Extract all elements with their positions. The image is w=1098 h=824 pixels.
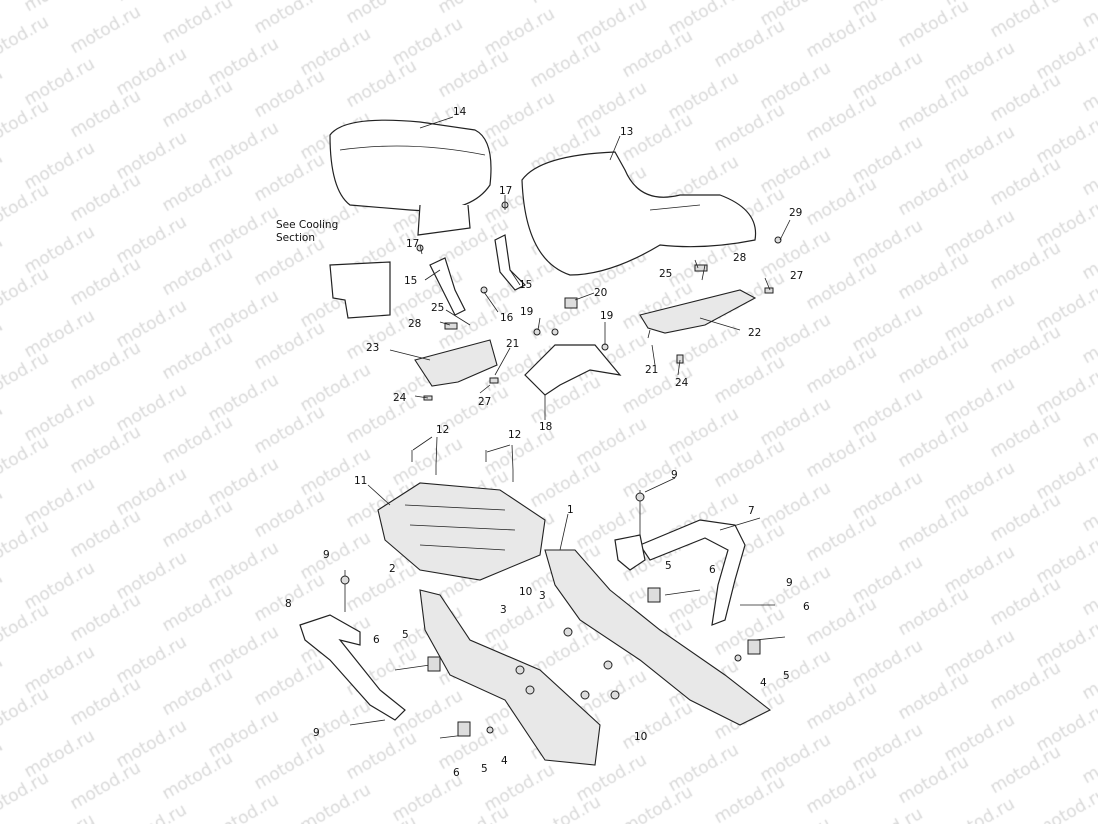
callout-9: 9 <box>323 549 330 561</box>
callout-13: 13 <box>620 126 634 138</box>
callout-10: 10 <box>519 586 533 598</box>
callout-5: 5 <box>783 670 790 682</box>
callout-19: 19 <box>520 306 534 318</box>
part-hinge-left <box>429 257 466 316</box>
callout-5: 5 <box>665 560 672 572</box>
callout-14: 14 <box>453 106 467 118</box>
callout-27: 27 <box>478 396 492 408</box>
callout-9: 9 <box>786 577 793 589</box>
part-cover-left <box>414 339 498 387</box>
callout-5: 5 <box>481 763 488 775</box>
callout-28: 28 <box>408 318 422 330</box>
callout-28: 28 <box>733 252 747 264</box>
callout-3: 3 <box>500 604 507 616</box>
see-cooling-line1: See Cooling <box>276 219 339 231</box>
callout-4: 4 <box>501 755 508 767</box>
callout-22: 22 <box>748 327 762 339</box>
leader-lines <box>367 116 791 551</box>
callout-24: 24 <box>393 392 407 404</box>
part-nuts <box>340 201 782 737</box>
part-cover-right <box>639 289 757 334</box>
part-rail-right <box>544 549 772 726</box>
callout-21: 21 <box>506 338 520 350</box>
callout-4: 4 <box>760 677 767 689</box>
callout-16: 16 <box>500 312 514 324</box>
callout-24: 24 <box>675 377 689 389</box>
callout-17: 17 <box>499 185 513 197</box>
callout-25: 25 <box>659 268 673 280</box>
callout-7: 7 <box>748 505 755 517</box>
callout-25: 25 <box>431 302 445 314</box>
callout-23: 23 <box>366 342 380 354</box>
callout-6: 6 <box>373 634 380 646</box>
callout-29: 29 <box>789 207 803 219</box>
callout-12: 12 <box>508 429 522 441</box>
callout-8: 8 <box>285 598 292 610</box>
part-grab-rail <box>639 519 746 626</box>
part-grab-rail-mount <box>614 534 646 571</box>
callout-3: 3 <box>539 590 546 602</box>
callout-2: 2 <box>389 563 396 575</box>
callout-9: 9 <box>671 469 678 481</box>
callout-1: 1 <box>567 504 574 516</box>
part-hinge-right <box>494 234 527 291</box>
callout-6: 6 <box>453 767 460 779</box>
part-bolts <box>344 450 786 739</box>
callout-27: 27 <box>790 270 804 282</box>
part-rider-seat <box>521 151 757 276</box>
callout-15: 15 <box>404 275 418 287</box>
callout-5: 5 <box>402 629 409 641</box>
callout-18: 18 <box>539 421 553 433</box>
callout-6: 6 <box>803 601 810 613</box>
callout-17: 17 <box>406 238 420 250</box>
see-cooling-note: See Cooling Section <box>276 219 338 245</box>
part-tray <box>377 482 546 581</box>
part-grab-handle-left <box>299 614 406 721</box>
part-cooling-bracket <box>329 261 391 319</box>
part-rear-seat <box>329 119 492 236</box>
see-cooling-line2: Section <box>276 232 316 244</box>
callout-10: 10 <box>634 731 648 743</box>
callout-21: 21 <box>645 364 659 376</box>
callout-6: 6 <box>709 564 716 576</box>
callout-15: 15 <box>519 279 533 291</box>
callout-12: 12 <box>436 424 450 436</box>
callout-9: 9 <box>313 727 320 739</box>
callout-19: 19 <box>600 310 614 322</box>
part-mount-bracket <box>524 344 622 396</box>
callout-11: 11 <box>354 475 368 487</box>
callout-20: 20 <box>594 287 608 299</box>
part-rail-left <box>419 589 601 766</box>
